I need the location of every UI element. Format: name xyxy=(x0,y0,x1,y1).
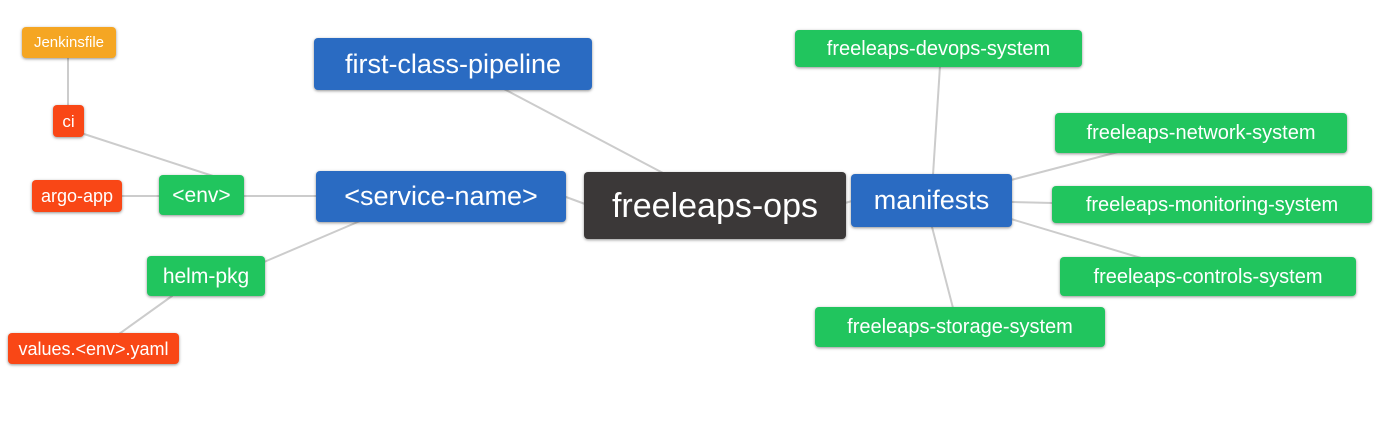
mindmap-node-label: first-class-pipeline xyxy=(344,48,562,79)
mindmap-node-label: freeleaps-network-system xyxy=(1086,122,1316,144)
edge-manifests-to-freeleaps-controls-system xyxy=(1010,218,1142,259)
mindmap-node-label: <env> xyxy=(172,183,231,207)
edge-service-name-to-helm-pkg xyxy=(263,220,361,263)
mindmap-node-freeleaps-ops[interactable]: freeleaps-ops xyxy=(584,172,846,239)
mindmap-node-label: freeleaps-monitoring-system xyxy=(1085,193,1339,216)
mindmap-node-label: argo-app xyxy=(40,186,114,206)
mindmap-node-label: freeleaps-devops-system xyxy=(826,37,1051,60)
mindmap-node-label: helm-pkg xyxy=(162,264,250,288)
mindmap-node-manifests[interactable]: manifests xyxy=(851,174,1012,227)
mindmap-node-label: freeleaps-ops xyxy=(611,186,818,225)
mindmap-node-freeleaps-storage-system[interactable]: freeleaps-storage-system xyxy=(815,307,1105,347)
mindmap-node-freeleaps-devops-system[interactable]: freeleaps-devops-system xyxy=(795,30,1082,67)
mindmap-node-helm-pkg[interactable]: helm-pkg xyxy=(147,256,265,296)
edge-manifests-to-freeleaps-storage-system xyxy=(931,226,954,309)
mindmap-node-service-name[interactable]: <service-name> xyxy=(316,171,566,222)
mindmap-node-label: values.<env>.yaml xyxy=(18,338,169,359)
mindmap-node-env[interactable]: <env> xyxy=(159,175,244,215)
mindmap-node-freeleaps-controls-system[interactable]: freeleaps-controls-system xyxy=(1060,257,1356,296)
edge-manifests-to-freeleaps-network-system xyxy=(1010,151,1119,181)
mindmap-node-label: manifests xyxy=(873,185,990,215)
mindmap-node-values-env-yaml[interactable]: values.<env>.yaml xyxy=(8,333,179,364)
mindmap-node-freeleaps-network-system[interactable]: freeleaps-network-system xyxy=(1055,113,1347,153)
edge-service-name-to-freeleaps-ops xyxy=(565,196,586,205)
mindmap-node-label: Jenkinsfile xyxy=(33,34,105,51)
mindmap-node-label: freeleaps-controls-system xyxy=(1093,265,1323,288)
edge-first-class-pipeline-to-freeleaps-ops xyxy=(503,88,664,174)
mindmap-node-ci[interactable]: ci xyxy=(53,105,84,137)
mindmap-node-jenkinsfile[interactable]: Jenkinsfile xyxy=(22,27,116,58)
edge-manifests-to-freeleaps-monitoring-system xyxy=(1010,201,1054,204)
mindmap-node-label: freeleaps-storage-system xyxy=(847,316,1073,338)
mindmap-node-label: ci xyxy=(62,111,75,131)
mindmap-node-freeleaps-monitoring-system[interactable]: freeleaps-monitoring-system xyxy=(1052,186,1372,223)
mindmap-node-argo-app[interactable]: argo-app xyxy=(32,180,122,212)
edge-helm-pkg-to-values-env-yaml xyxy=(118,295,173,335)
mindmap-node-first-class-pipeline[interactable]: first-class-pipeline xyxy=(314,38,592,90)
mindmap-node-label: <service-name> xyxy=(344,181,538,211)
edge-freeleaps-ops-to-manifests xyxy=(844,200,853,204)
edge-ci-to-env xyxy=(83,133,214,177)
edge-manifests-to-freeleaps-devops-system xyxy=(932,65,941,176)
